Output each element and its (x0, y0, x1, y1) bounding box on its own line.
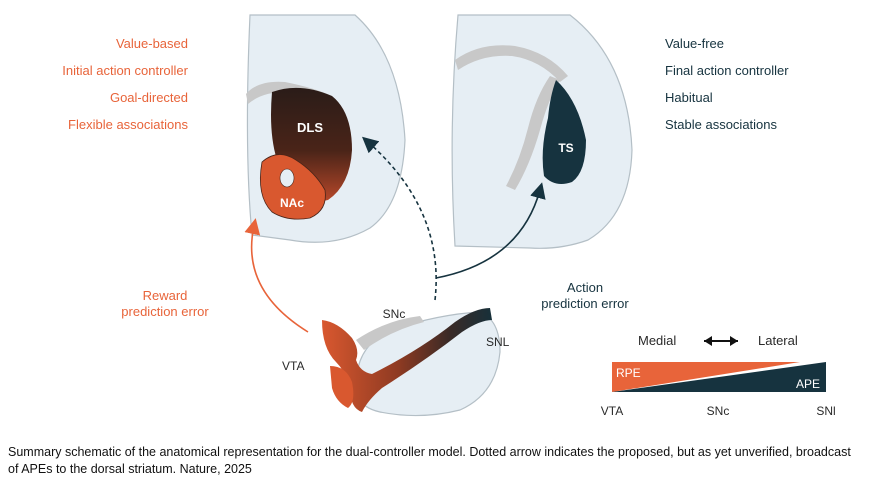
legend-tick-vta: VTA (601, 404, 623, 418)
right-list-item-2: Final action controller (665, 63, 789, 78)
ape-arrow (435, 182, 546, 279)
left-ventricle (246, 81, 332, 104)
ts-label: TS (558, 141, 573, 155)
left-list-item-3: Goal-directed (109, 90, 188, 105)
nac-region (259, 154, 326, 220)
nac-hole (279, 168, 295, 188)
rpe-legend-label: RPE (616, 366, 641, 380)
right-list-item-1: Value-free (665, 36, 725, 51)
schematic-canvas: DLS NAc TS SNc SNL VTA RPE APE Medial L (244, 14, 836, 418)
ape-legend-label: APE (796, 377, 820, 391)
rpe-wedge (612, 362, 800, 392)
lateral-label: Lateral (758, 333, 798, 348)
right-grey-arc (506, 76, 560, 190)
left-list-item-4: Flexible associations (68, 117, 188, 132)
dls-label: DLS (297, 120, 323, 135)
vta-label: VTA (282, 359, 304, 373)
midbrain-section (356, 311, 501, 417)
left-list-item-1: Value-based (115, 36, 188, 51)
ape-dotted-arrow (362, 136, 437, 301)
snl-label: SNL (486, 335, 510, 349)
legend-tick-snc: SNc (707, 404, 730, 418)
rpe-arrow (244, 218, 309, 333)
snc-label: SNc (383, 307, 406, 321)
nac-label: NAc (280, 196, 304, 210)
ape-wedge (612, 362, 826, 392)
medial-label: Medial (638, 333, 676, 348)
right-list-item-3: Habitual (665, 90, 713, 105)
ts-region (542, 80, 586, 184)
vta-lobe (330, 366, 354, 408)
figure-caption: Summary schematic of the anatomical repr… (8, 445, 851, 476)
snc-region (356, 316, 424, 350)
right-brain-section (451, 14, 633, 249)
right-list-item-4: Stable associations (665, 117, 778, 132)
double-arrow-heads (704, 336, 738, 346)
ape-arrow-label: Action prediction error (541, 280, 629, 311)
legend-tick-snl: SNl (816, 404, 835, 418)
rpe-arrow-label: Reward prediction error (121, 288, 209, 319)
vta-sn-band (322, 308, 492, 412)
left-list-item-2: Initial action controller (62, 63, 188, 78)
right-ventricle (455, 45, 568, 82)
